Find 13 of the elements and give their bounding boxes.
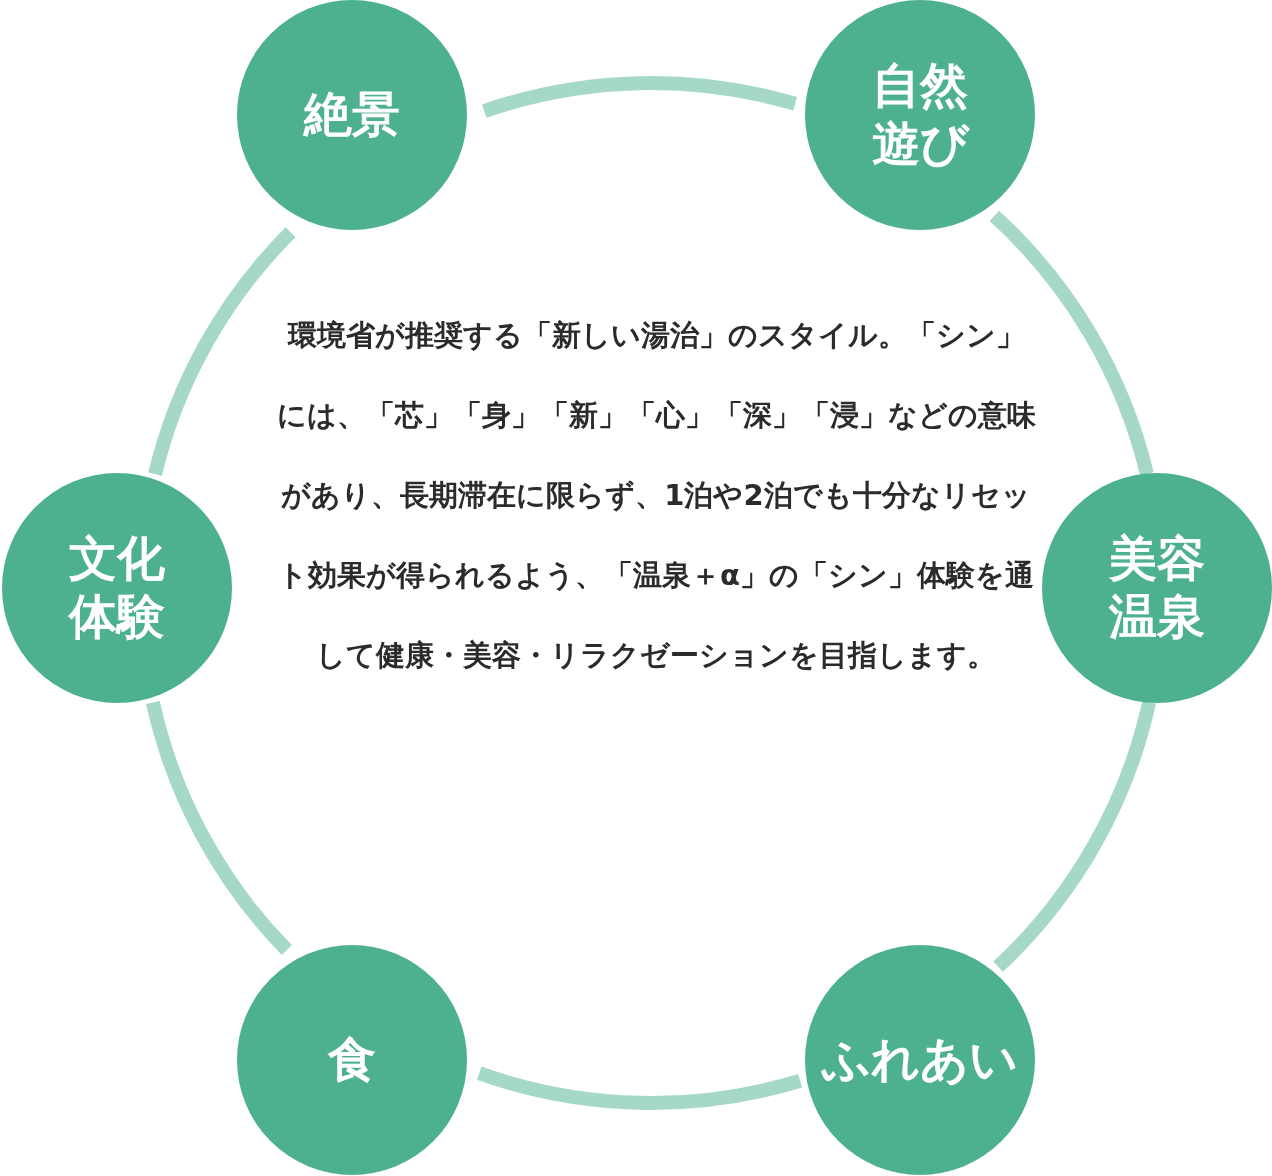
ring-connector: [482, 76, 797, 118]
description-text: 環境省が推奨する「新しい湯治」のスタイル。「シン」には、「芯」「身」「新」「心」「深」「浸」などの意味があり、長期滞在に限らず、1泊や2泊でも十分なリセット効果が得られるよう、「温泉＋α」の「シン」体験を通して健康・美容・リラクゼーションを目指します。: [276, 317, 1036, 674]
topic-label: 文化体験: [67, 530, 166, 646]
topic-label: 美容温泉: [1107, 530, 1206, 646]
topic-label: ふれあい: [820, 1031, 1019, 1089]
topic-label: 食: [327, 1031, 377, 1089]
topic-label: 自然遊び: [870, 57, 971, 173]
ring-connector: [148, 227, 296, 477]
ring-connector: [993, 700, 1156, 972]
topic-label: 絶景: [302, 86, 401, 144]
ring-connector: [146, 700, 293, 955]
ring-connector: [989, 211, 1154, 476]
ring-connector: [477, 1066, 802, 1110]
